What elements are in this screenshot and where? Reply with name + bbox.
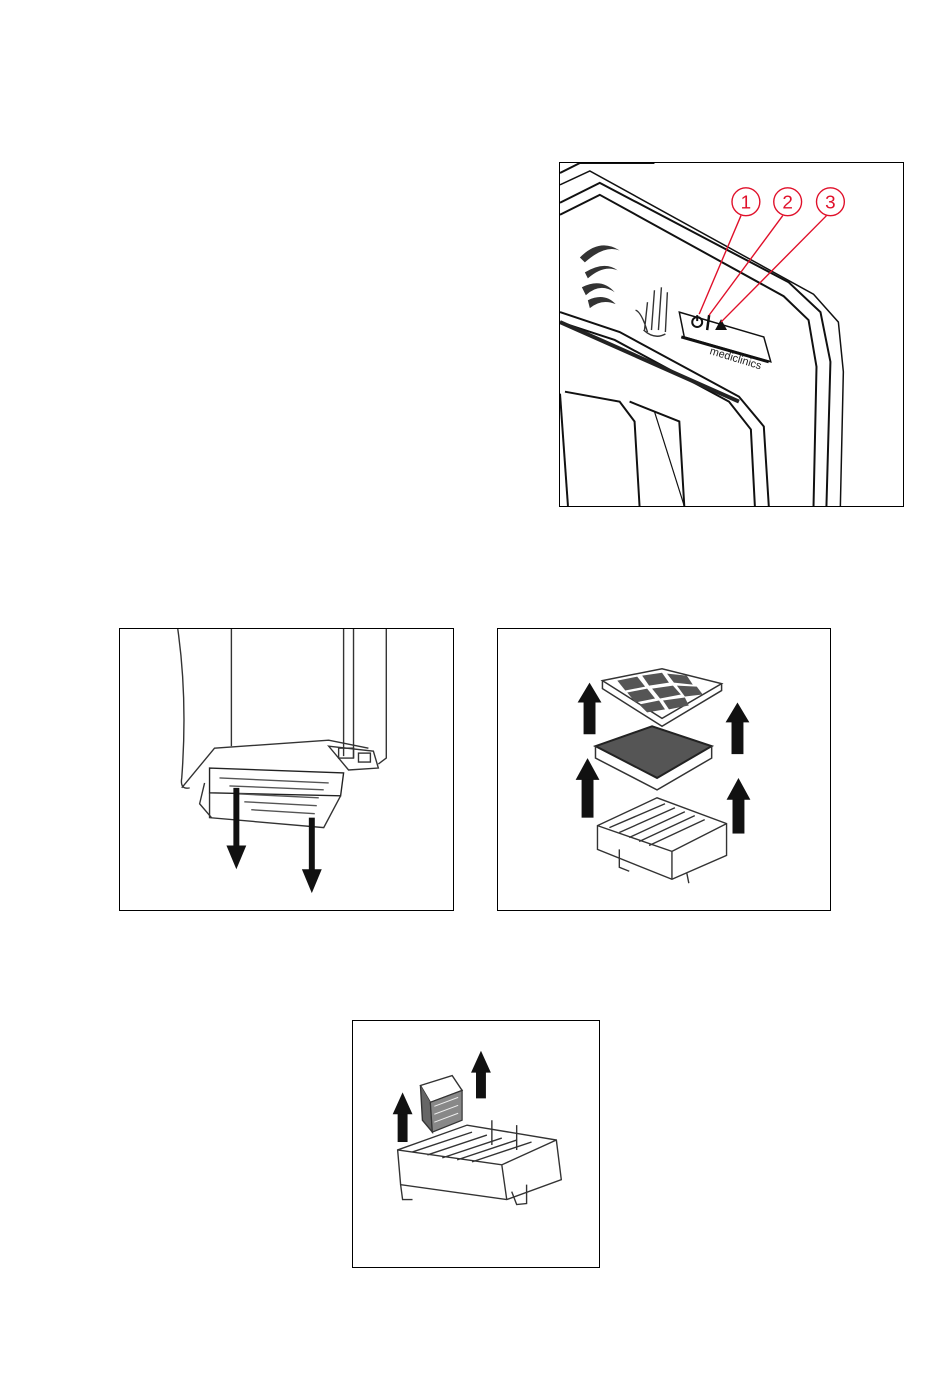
up-arrow-icon: [476, 1071, 486, 1099]
callout-2: 2: [782, 193, 793, 214]
control-panel-figure: mediclinics 1 2 3: [559, 162, 904, 507]
up-arrow-icon: [732, 720, 744, 754]
control-panel-drawing: mediclinics 1 2 3: [560, 163, 903, 506]
tray-removal-drawing: [120, 629, 453, 910]
small-filter: [420, 1076, 462, 1133]
mesh-filter: [595, 726, 711, 790]
callout-1: 1: [741, 193, 752, 214]
filter-insert-drawing: [353, 1021, 599, 1267]
down-arrow-icon: [309, 818, 315, 872]
up-arrow-icon: [398, 1112, 408, 1142]
up-arrow-icon: [584, 700, 596, 734]
tray-removal-figure: [119, 628, 454, 911]
airflow-symbol-icon: [580, 245, 620, 308]
label-plate: mediclinics: [679, 312, 770, 372]
hand-sensor-icon: [636, 287, 668, 336]
filter-stack-drawing: [498, 629, 830, 910]
grille-filter: [602, 669, 721, 727]
callout-3: 3: [825, 193, 836, 214]
filter-stack-figure: [497, 628, 831, 911]
down-arrow-icon: [233, 788, 239, 848]
collector-tray: [597, 798, 726, 883]
open-tray: [398, 1120, 562, 1204]
up-arrow-icon: [582, 778, 594, 818]
up-arrow-icon: [733, 798, 745, 834]
filter-insert-figure: [352, 1020, 600, 1268]
